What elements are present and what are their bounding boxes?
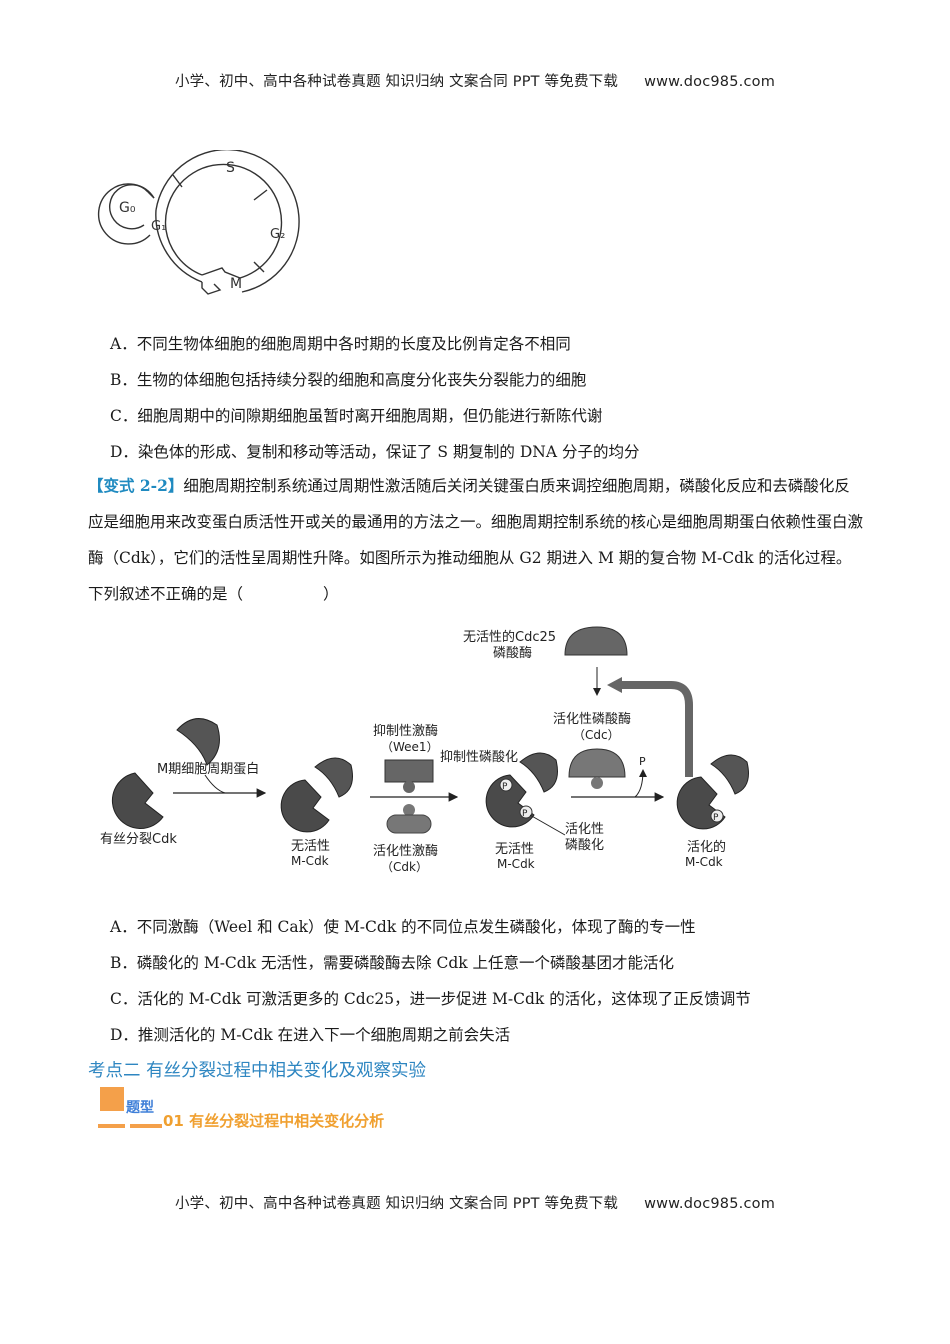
cell-cycle-diagram: G₀ G₁ S G₂ M [97,150,300,295]
type-underline-1 [98,1124,125,1128]
g0-label: G₀ [119,200,136,216]
q1-option-a[interactable]: A．不同生物体细胞的细胞周期中各时期的长度及比例肯定各不相同 [110,335,571,353]
svg-text:M-Cdk: M-Cdk [497,857,535,871]
cdc25-inactive-label: 无活性的Cdc25 [463,629,556,645]
type-label: 题型 [126,1100,154,1116]
q2-option-c[interactable]: C．活化的 M-Cdk 可激活更多的 Cdc25，进一步促进 M-Cdk 的活化… [110,990,751,1008]
svg-text:（Wee1）: （Wee1） [381,740,439,754]
cyclin-label: M期细胞周期蛋白 [157,761,259,777]
act-phosphatase-label: 活化性磷酸酶 [553,711,631,727]
inhib-kinase-label: 抑制性激酶 [373,723,438,739]
cdk-protein-icon [111,772,164,829]
type-accent-block [100,1087,124,1111]
footer-url[interactable]: www.doc985.com [644,1196,776,1212]
q1-option-b[interactable]: B．生物的体细胞包括持续分裂的细胞和高度分化丧失分裂能力的细胞 [110,371,587,389]
g1-label: G₁ [151,219,166,234]
header-text: 小学、初中、高中各种试卷真题 知识归纳 文案合同 PPT 等免费下载 [174,74,619,90]
page-footer: 小学、初中、高中各种试卷真题 知识归纳 文案合同 PPT 等免费下载 www.do… [0,1192,950,1213]
cyclin-protein-icon [176,718,220,766]
svg-text:（Cdc）: （Cdc） [573,728,620,742]
s-label: S [226,160,235,176]
q1-option-c[interactable]: C．细胞周期中的间隙期细胞虽暂时离开细胞周期，但仍能进行新陈代谢 [110,407,603,425]
cdc25-inactive-icon [564,626,628,656]
act-kinase-label: 活化性激酶 [373,843,438,859]
inactive-mcdk-label: 无活性 [291,839,330,854]
footer-text: 小学、初中、高中各种试卷真题 知识归纳 文案合同 PPT 等免费下载 [174,1196,619,1212]
svg-text:磷酸酶: 磷酸酶 [493,645,532,661]
svg-text:无活性: 无活性 [495,842,534,857]
act-phos-label: 活化性 [565,822,604,837]
q2-option-b[interactable]: B．磷酸化的 M-Cdk 无活性，需要磷酸酶去除 Cdk 上任意一个磷酸基团才能… [110,954,675,972]
svg-text:M-Cdk: M-Cdk [291,854,329,868]
active-mcdk-label: 活化的 [687,839,726,855]
svg-text:M-Cdk: M-Cdk [685,855,723,869]
svg-text:磷酸化: 磷酸化 [565,838,604,853]
cdk-label: 有丝分裂Cdk [100,832,177,847]
type-underline-2 [130,1124,162,1128]
outer-ring [155,150,300,293]
mcdk-activation-diagram: 有丝分裂Cdk M期细胞周期蛋白 无活性 M-Cdk 抑制性激酶 （Wee1） … [100,626,749,874]
g2-label: G₂ [270,227,285,242]
q2-tag: 【变式 2-2】 [88,476,184,495]
q2-stem: 【变式 2-2】细胞周期控制系统通过周期性激活随后关闭关键蛋白质来调控细胞周期，… [88,468,863,612]
q2-option-d[interactable]: D．推测活化的 M-Cdk 在进入下一个细胞周期之前会失活 [110,1026,511,1044]
q2-stem-text: 细胞周期控制系统通过周期性激活随后关闭关键蛋白质来调控细胞周期，磷酸化反应和去磷… [88,477,864,603]
inhib-phos-label: 抑制性磷酸化 [440,750,518,765]
svg-text:（Cdk）: （Cdk） [381,860,428,874]
type-title: 01 有丝分裂过程中相关变化分析 [163,1112,385,1130]
svg-text:P: P [502,782,508,792]
feedback-arrow [620,681,693,777]
cdk-kinase-icon [386,814,432,834]
q2-option-a[interactable]: A．不同激酶（Weel 和 Cak）使 M-Cdk 的不同位点发生磷酸化，体现了… [110,918,696,936]
cdc-phosphatase-icon [568,748,626,778]
svg-text:P: P [522,809,528,819]
m-label: M [230,276,242,292]
inactive-mcdk-icon [280,779,330,833]
section-heading: 考点二 有丝分裂过程中相关变化及观察实验 [88,1061,427,1081]
page-header: 小学、初中、高中各种试卷真题 知识归纳 文案合同 PPT 等免费下载 www.do… [0,70,950,91]
wee1-kinase-icon [384,759,434,783]
svg-text:P: P [639,755,646,768]
q2-stem-end: ） [323,585,339,603]
q1-option-d[interactable]: D．染色体的形成、复制和移动等活动，保证了 S 期复制的 DNA 分子的均分 [110,443,640,461]
header-url[interactable]: www.doc985.com [644,74,776,90]
svg-text:P: P [713,813,719,823]
